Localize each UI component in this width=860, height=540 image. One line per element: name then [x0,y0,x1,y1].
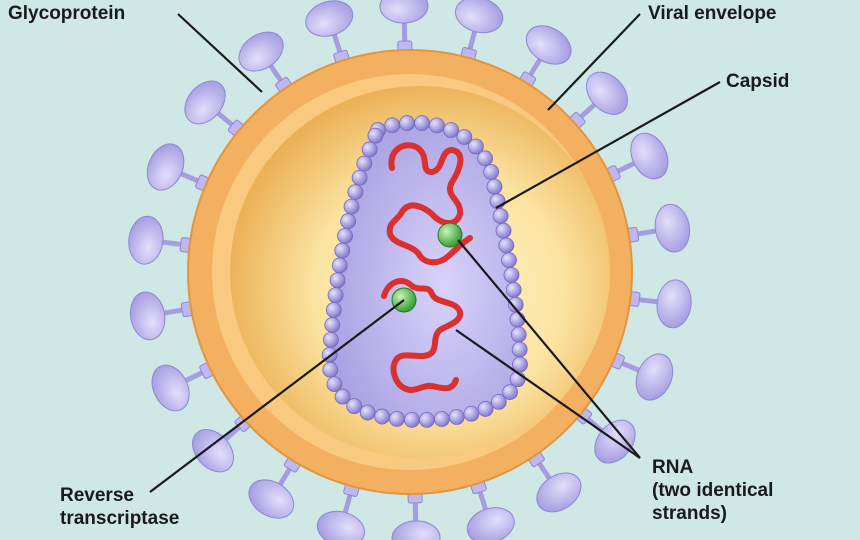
capsid-protein-bead [501,252,517,269]
capsid-protein-bead [490,394,507,410]
capsid-protein-bead [486,178,503,195]
glycoprotein-spike [238,31,295,97]
reverse-transcriptase-leader [149,299,405,493]
reverse-transcriptase-label: Reverse transcriptase [60,485,180,529]
capsid-protein-bead [367,127,384,144]
glycoprotein-spike [517,25,572,91]
capsid-protein-bead [503,267,520,283]
glycoprotein-spike [129,291,200,341]
capsid-protein-bead [463,405,480,422]
capsid-protein-bead [498,237,515,254]
rna-label: RNA (two identical strands) [652,457,774,524]
capsid-protein-bead [492,208,509,224]
capsid-protein-bead [325,302,342,318]
glycoprotein-spike [128,215,198,265]
capsid-protein-bead [374,408,391,425]
capsid-protein-bead [477,401,494,417]
glycoprotein-leader [177,13,263,93]
capsid-protein-bead [384,117,401,134]
capsid-leader [495,81,721,209]
capsid-protein-bead [351,169,368,186]
glycoprotein-label: Glycoprotein [8,3,126,24]
capsid-protein-bead [495,222,512,239]
glycoprotein-spike [192,412,254,473]
capsid-protein-bead [510,326,527,343]
capsid-protein-bead [404,411,420,428]
capsid-protein-bead [343,198,360,215]
capsid-protein-bead [327,287,344,304]
capsid-protein-bead [443,122,460,138]
capsid-protein-bead [468,138,484,155]
glycoprotein-spike [573,405,636,464]
capsid-label: Capsid [726,71,790,92]
viral-envelope-label: Viral envelope [648,3,777,24]
capsid-protein-bead [456,129,473,145]
glycoprotein-spike [622,279,692,329]
rna-leader-1 [457,239,641,459]
glycoprotein-spike [525,447,582,513]
capsid-protein-bead [433,411,450,427]
capsid-protein-bead [334,388,351,405]
glycoprotein-spike [146,143,215,193]
capsid-protein-bead [361,141,378,158]
capsid-protein-bead [505,281,522,298]
glycoprotein-spike [151,360,219,412]
capsid-protein-bead [340,213,357,230]
capsid-protein-bead [414,115,430,131]
rna-leader-2 [455,329,641,459]
capsid-protein-bead [502,384,518,400]
capsid-protein-bead [346,398,363,415]
glycoprotein-spike [605,351,674,401]
capsid-protein-bead [359,404,376,421]
glycoprotein-spike [601,132,669,184]
glycoprotein-spike [248,453,303,519]
capsid-protein-bead [511,341,528,358]
capsid-protein-bead [331,257,348,274]
glycoprotein-spike [184,80,247,139]
capsid-protein-bead [337,227,353,244]
capsid-protein-bead [356,155,373,172]
capsid-protein-bead [509,311,526,328]
viral-envelope-leader [547,13,641,111]
capsid-protein-bead [334,242,351,259]
capsid-protein-bead [322,331,339,348]
capsid-protein-bead [329,272,346,289]
capsid-protein-bead [326,376,343,393]
glycoprotein-spike [566,71,628,132]
rna-strand-bottom [381,278,464,393]
leader-lines [149,13,721,493]
capsid-protein-bead [324,317,341,333]
capsid-protein-bead [419,412,435,428]
capsid-protein-bead [448,409,465,425]
capsid-protein-bead [399,115,415,131]
capsid-protein-bead [322,361,339,378]
capsid-proteins [321,115,528,428]
capsid-protein-bead [347,184,364,200]
reverse-transcriptase-molecule-top [437,222,463,248]
capsid-protein-bead [477,150,493,167]
glycoprotein-spike [620,203,691,253]
capsid-protein-bead [483,164,500,180]
capsid-protein-bead [389,410,405,427]
capsid-protein-bead [428,117,445,134]
